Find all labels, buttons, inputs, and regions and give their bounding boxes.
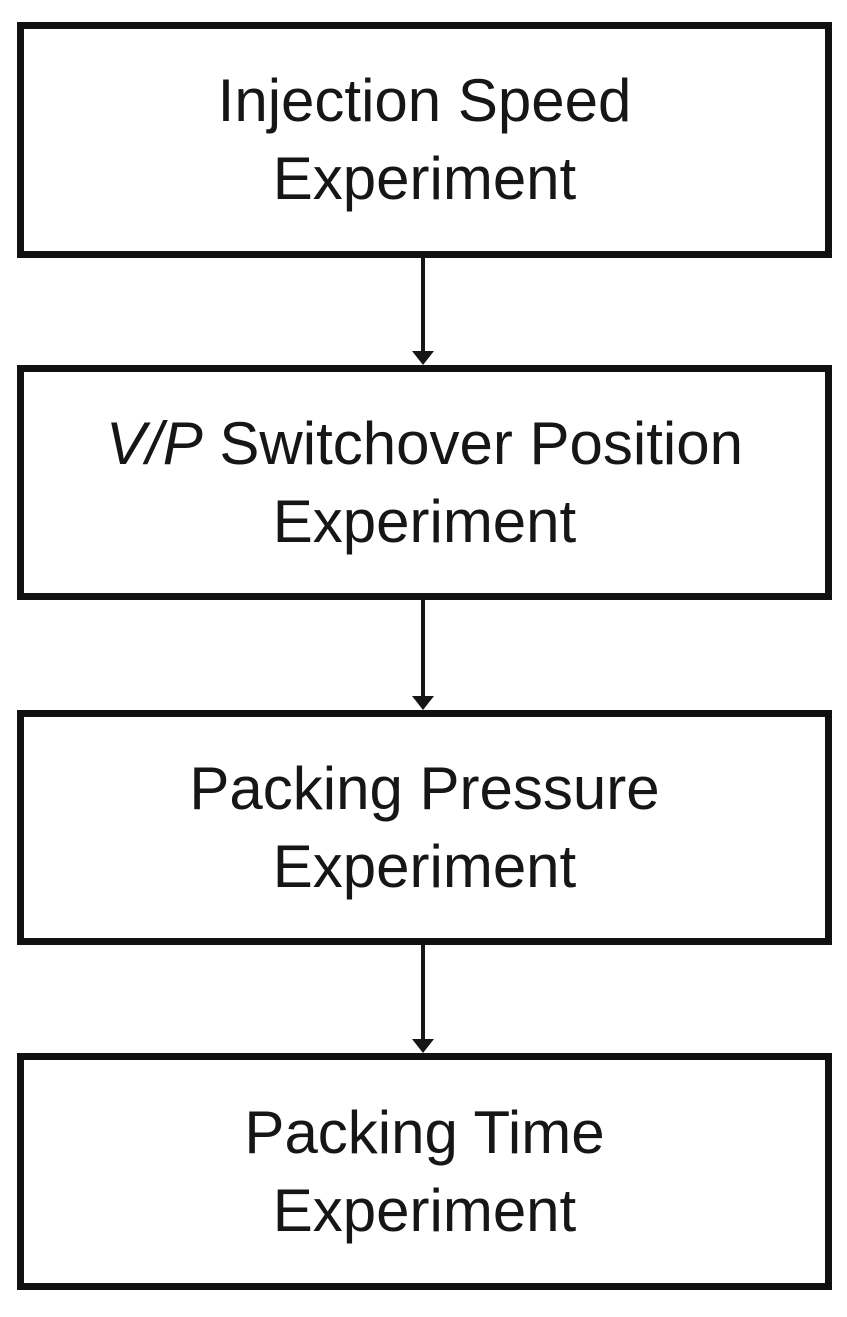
italic-prefix: V/P [106, 409, 203, 477]
flow-box-label: V/P Switchover Position Experiment [106, 405, 743, 561]
arrow-line [421, 258, 425, 351]
flow-box-label: Packing Time Experiment [244, 1094, 604, 1250]
arrow-down-connector-2 [412, 600, 434, 710]
arrow-line [421, 945, 425, 1039]
label-line-2: Experiment [272, 487, 577, 555]
flow-box-injection-speed-experiment: Injection Speed Experiment [17, 22, 832, 258]
label-line-2: Experiment [272, 145, 577, 212]
arrow-line [421, 600, 425, 696]
arrow-down-connector-3 [412, 945, 434, 1053]
flow-box-label: Packing Pressure Experiment [189, 750, 659, 906]
arrow-head-icon [412, 696, 434, 710]
label-line-1: Packing Time [244, 1098, 605, 1166]
label-line-2: Experiment [272, 832, 577, 900]
flow-box-packing-time-experiment: Packing Time Experiment [17, 1053, 832, 1290]
label-line-1: Injection Speed [217, 67, 632, 134]
arrow-down-connector-1 [412, 258, 434, 365]
arrow-head-icon [412, 1039, 434, 1053]
label-line-1: V/P Switchover Position [106, 409, 743, 477]
label-line-1: Packing Pressure [189, 754, 660, 822]
arrow-head-icon [412, 351, 434, 365]
flow-box-packing-pressure-experiment: Packing Pressure Experiment [17, 710, 832, 945]
label-line-2: Experiment [272, 1176, 577, 1244]
flow-box-label: Injection Speed Experiment [218, 62, 632, 218]
flow-box-vp-switchover-position-experiment: V/P Switchover Position Experiment [17, 365, 832, 600]
